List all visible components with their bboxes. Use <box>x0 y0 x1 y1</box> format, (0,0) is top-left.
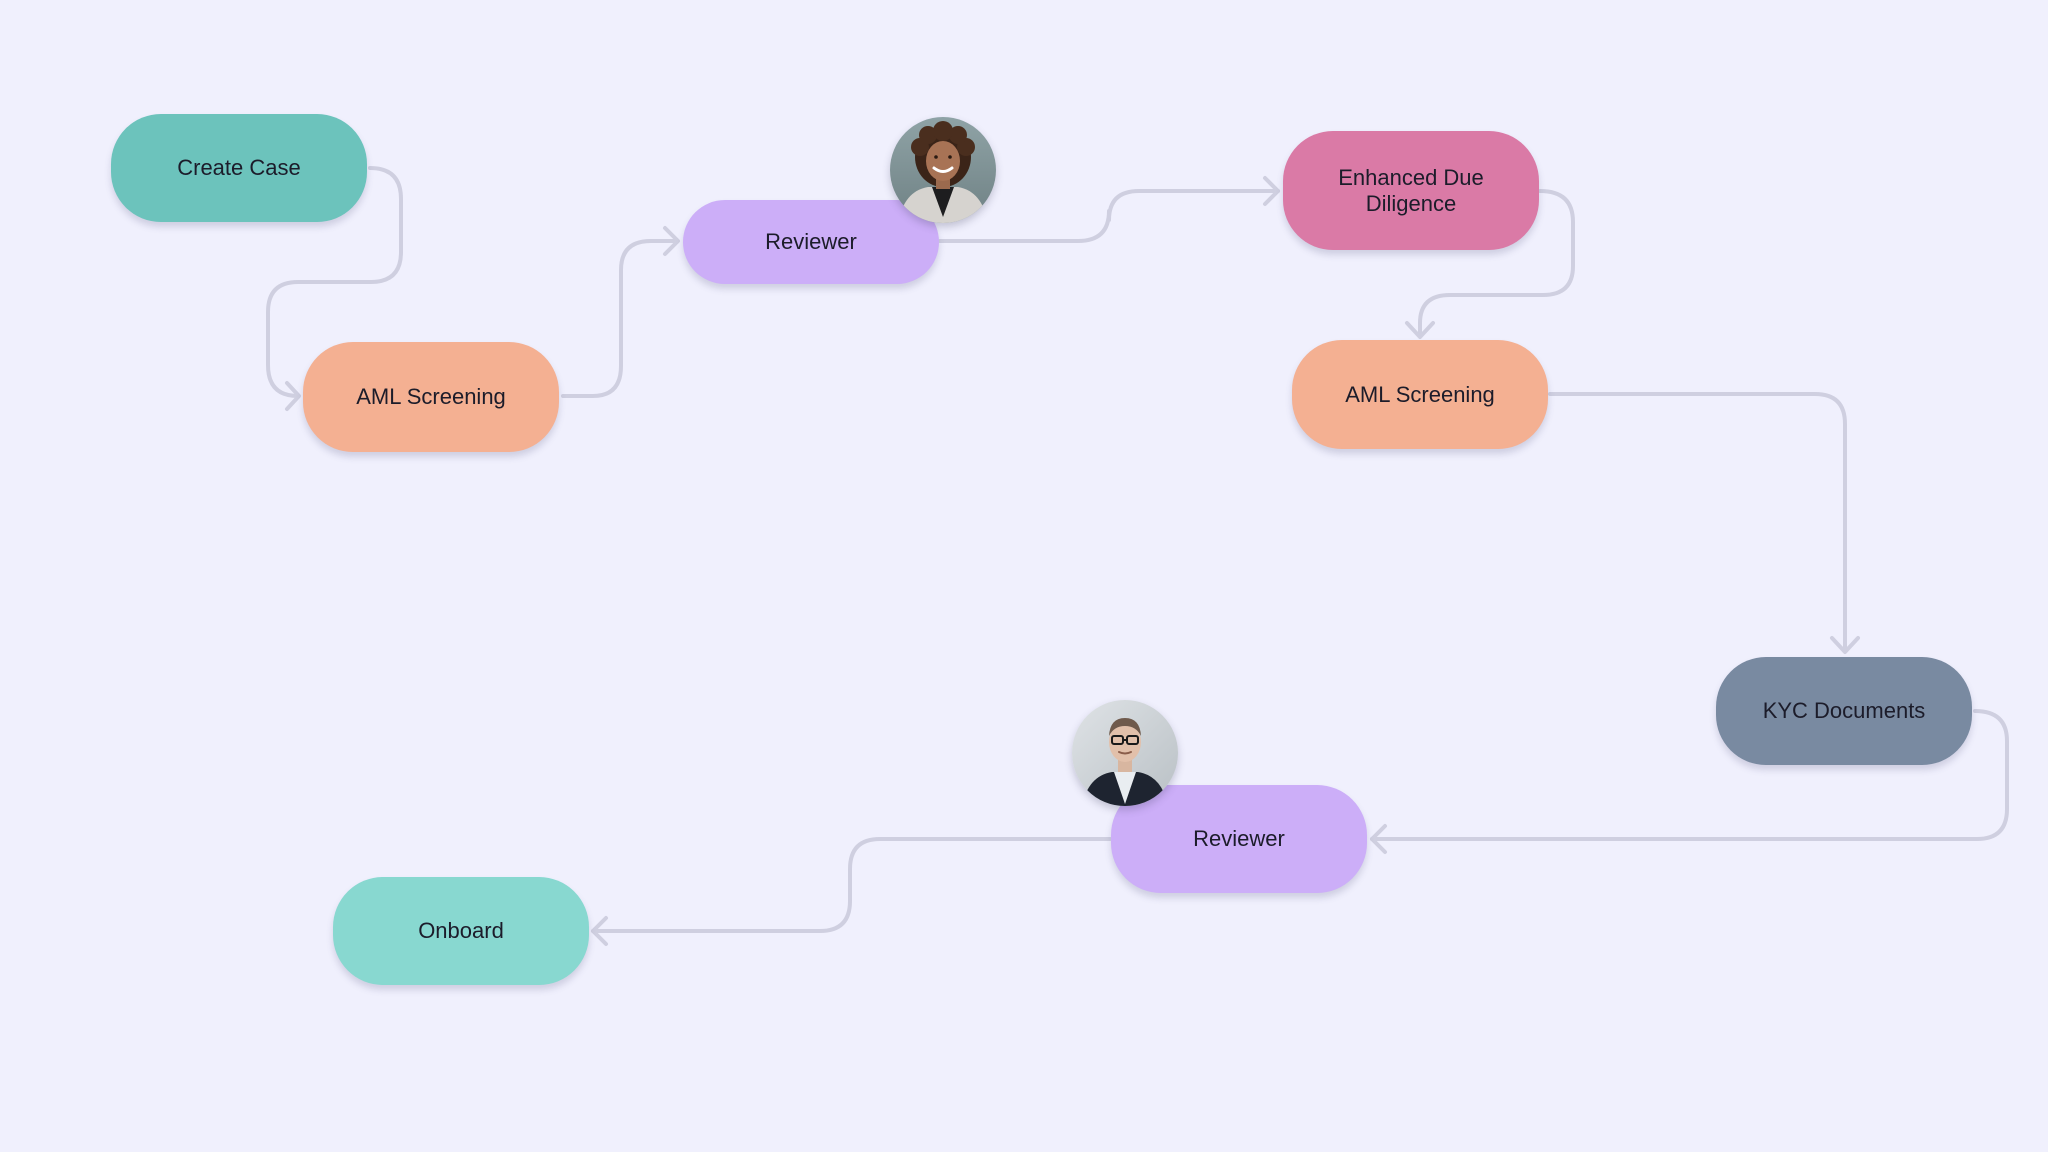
arrowhead-kyc <box>1830 636 1860 654</box>
node-onboard-label: Onboard <box>418 918 504 943</box>
node-enhanced-due-diligence-label: Enhanced Due Diligence <box>1338 164 1484 216</box>
node-onboard[interactable]: Onboard <box>333 877 589 985</box>
node-enhanced-due-diligence[interactable]: Enhanced Due Diligence <box>1283 131 1539 250</box>
arrowhead-aml-2 <box>1405 321 1435 339</box>
connector-edd-to-aml-2 <box>1418 189 1575 338</box>
connector-reviewer-2-to-onboard <box>591 837 1112 933</box>
man-avatar-icon <box>1072 700 1178 806</box>
node-reviewer-2[interactable]: Reviewer <box>1111 785 1367 893</box>
arrowhead-onboard <box>591 916 608 946</box>
reviewer-2-avatar[interactable] <box>1072 700 1178 806</box>
connector-aml-1-to-reviewer-1 <box>561 239 679 398</box>
arrowhead-aml-1 <box>285 381 301 411</box>
node-aml-screening-2[interactable]: AML Screening <box>1292 340 1548 449</box>
node-reviewer-2-label: Reviewer <box>1193 826 1285 851</box>
reviewer-1-avatar[interactable] <box>890 117 996 223</box>
node-aml-screening-1[interactable]: AML Screening <box>303 342 559 452</box>
node-reviewer-1[interactable]: Reviewer <box>683 200 939 284</box>
node-reviewer-1-label: Reviewer <box>765 229 857 254</box>
connector-kyc-to-reviewer-2 <box>1370 709 2009 841</box>
arrowhead-reviewer-1 <box>663 226 680 256</box>
connector-create-case-to-aml-1 <box>266 166 403 398</box>
node-kyc-documents[interactable]: KYC Documents <box>1716 657 1972 765</box>
node-aml-screening-1-label: AML Screening <box>356 384 506 409</box>
node-aml-screening-2-label: AML Screening <box>1345 381 1495 407</box>
node-kyc-documents-label: KYC Documents <box>1762 698 1926 723</box>
connector-aml-2-to-kyc <box>1548 392 1847 653</box>
node-create-case-label: Create Case <box>177 155 301 180</box>
woman-avatar-icon <box>890 117 996 223</box>
arrowhead-edd <box>1263 176 1280 206</box>
arrowhead-reviewer-2 <box>1370 824 1387 854</box>
node-create-case[interactable]: Create Case <box>111 114 367 222</box>
connector-reviewer-1-to-edd <box>938 189 1280 243</box>
